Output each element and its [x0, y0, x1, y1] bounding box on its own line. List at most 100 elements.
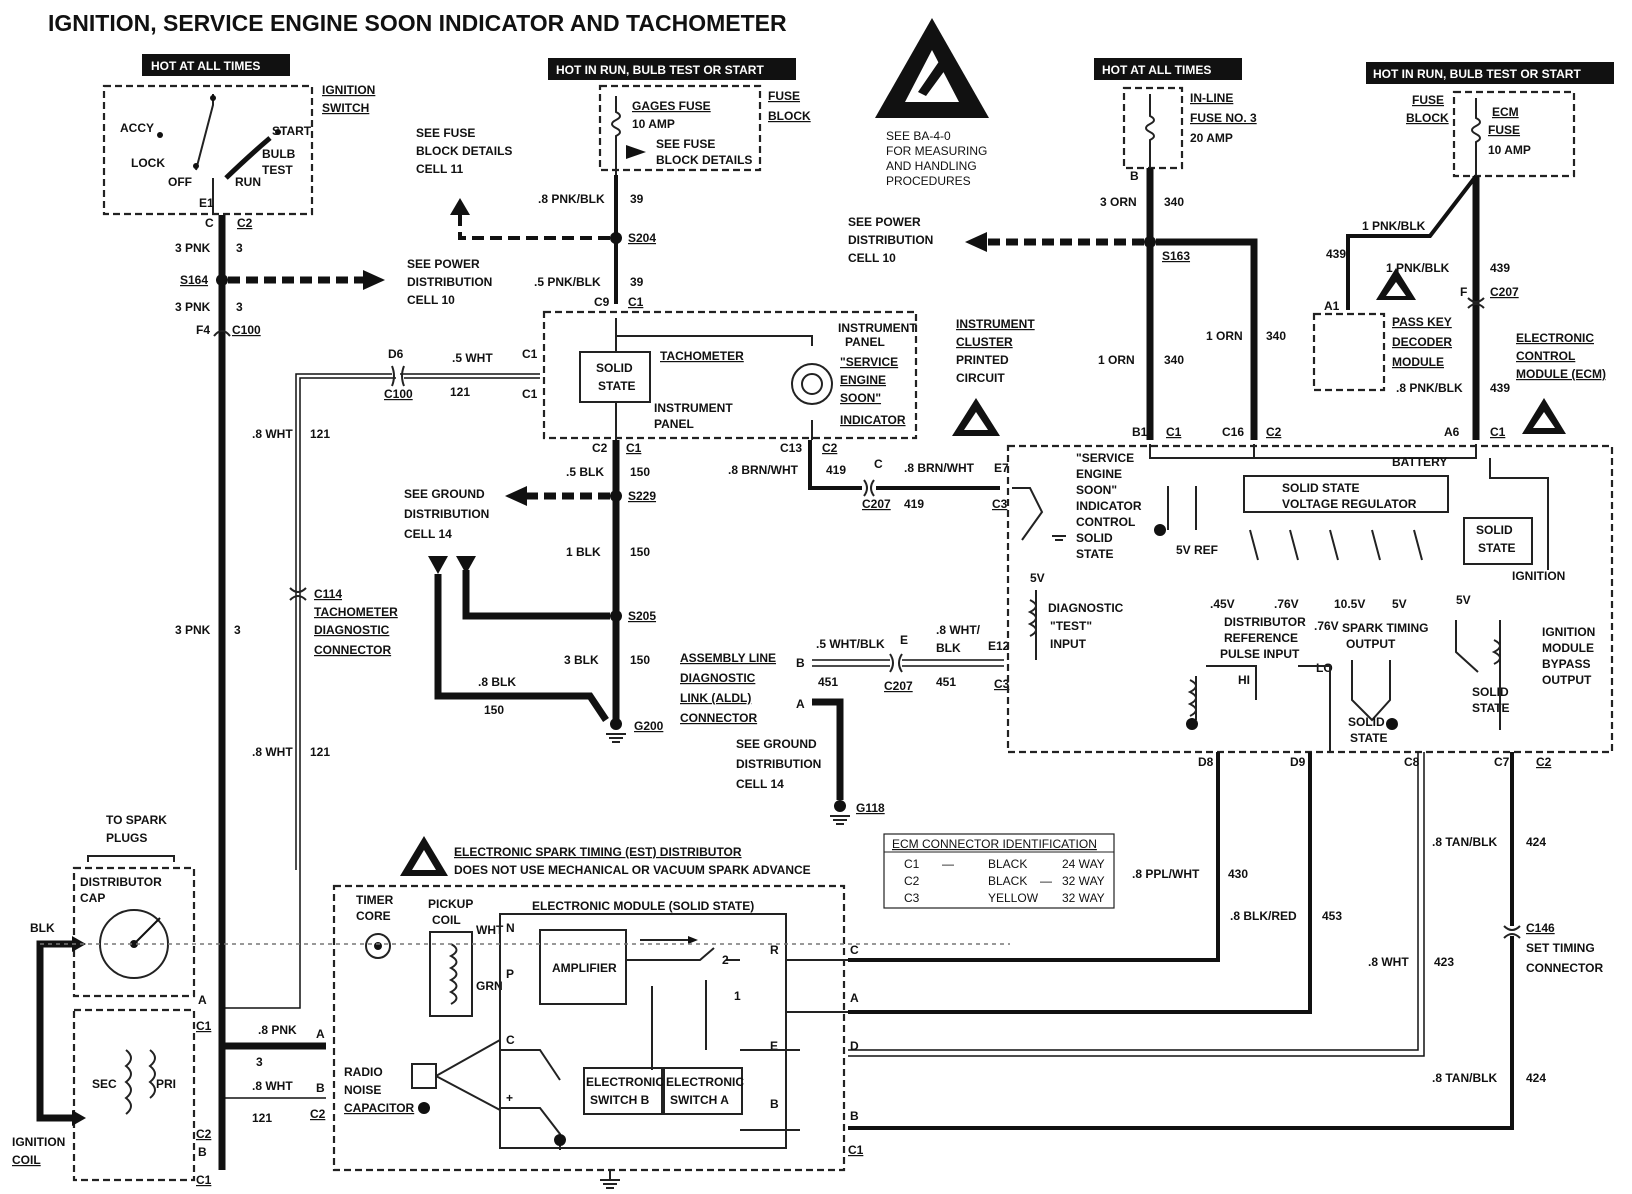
diagram-title: IGNITION, SERVICE ENGINE SOON INDICATOR … [48, 10, 787, 36]
wire-423-a [848, 752, 1419, 1051]
ecm-5v-c: 5V [1456, 593, 1471, 607]
arrow-fuse-cell11 [450, 198, 470, 215]
ecm-id-r1-c: C1 [904, 857, 920, 871]
lbl-39-a: 39 [630, 192, 644, 206]
ecm-5v-a: 5V [1030, 571, 1045, 585]
esd-note-2: FOR MEASURING [886, 144, 987, 158]
inline-fuse-2: FUSE NO. 3 [1190, 111, 1257, 125]
wire-121-b [299, 377, 540, 870]
aldl-3: LINK (ALDL) [680, 691, 751, 705]
pass-key-box [1312, 312, 1386, 392]
est-pickup-1: PICKUP [428, 897, 473, 911]
timer-core-icon [365, 933, 391, 959]
arrow-blk-2 [72, 1110, 86, 1126]
wire-424 [848, 752, 1514, 1130]
lbl-430: 430 [1228, 867, 1248, 881]
ecm-pulse-lines [1206, 665, 1331, 752]
lbl-121-c: 121 [310, 745, 330, 759]
wire-121-coil [222, 870, 301, 1009]
ecm-diag-resistor [1027, 590, 1037, 660]
est-cap-1: RADIO [344, 1065, 383, 1079]
est-switch-lines [626, 947, 740, 1070]
c114-2: TACHOMETER [314, 605, 398, 619]
lbl-8whtblk-a: .8 WHT/ [936, 623, 981, 637]
ecm-diag-2: "TEST" [1050, 619, 1092, 633]
fuse-block-l1: FUSE [768, 89, 800, 103]
conn-c2-gnd: C2 [592, 441, 608, 455]
ecm-diag-3: INPUT [1050, 637, 1087, 651]
ecm-pin-b1: B1 [1132, 425, 1148, 439]
lbl-340-c: 340 [1164, 353, 1184, 367]
conn-c114-mark [289, 587, 307, 601]
conn-c1-cluster: C1 [628, 295, 644, 309]
conn-c1-d6: C1 [522, 347, 538, 361]
lbl-453: 453 [1322, 909, 1342, 923]
conn-a1: A1 [1324, 299, 1340, 313]
ecm-lo: LO [1316, 661, 1333, 675]
cl-panel-2: PANEL [845, 335, 885, 349]
est-title-1: ELECTRONIC SPARK TIMING (EST) DISTRIBUTO… [454, 845, 742, 859]
lbl-5whtblk: .5 WHT/BLK [816, 637, 885, 651]
lbl-1pnkblk-a: 1 PNK/BLK [1362, 219, 1426, 233]
coil-pin-a: A [198, 993, 207, 1007]
ecm-ses-1: "SERVICE [1076, 451, 1134, 465]
coil-blk: BLK [30, 921, 55, 935]
ecm-id-title: ECM CONNECTOR IDENTIFICATION [892, 837, 1097, 851]
header-box-3 [1094, 58, 1242, 80]
pd2-2: DISTRIBUTION [848, 233, 933, 247]
ecm-battery: BATTERY [1392, 455, 1447, 469]
pd1-line3: CELL 10 [407, 293, 455, 307]
aldl-pin-b: B [796, 656, 805, 670]
ecm-connector-id-table [883, 833, 1115, 909]
ecm-fuse-block-1: FUSE [1412, 93, 1444, 107]
pickup-coil-icon [448, 943, 458, 1005]
est-ext-c: C [850, 943, 859, 957]
ecm-5vref-lines [1167, 486, 1197, 530]
ecm-v105: 10.5V [1334, 597, 1365, 611]
conn-c-c207: C [874, 457, 883, 471]
c114-1: C114 [314, 587, 342, 601]
wire-439-passkey [1346, 174, 1478, 310]
ecm-ses-4: INDICATOR [1076, 499, 1142, 513]
passkey-3: MODULE [1392, 355, 1444, 369]
lbl-150-d: 150 [484, 703, 504, 717]
aldl-4: CONNECTOR [680, 711, 757, 725]
ecm-pin-c8: C8 [1404, 755, 1420, 769]
c114-4: CONNECTOR [314, 643, 391, 657]
electronic-module-box [499, 913, 787, 1149]
ecm-id-r3-c: C3 [904, 891, 920, 905]
coil-label-1: IGNITION [12, 1135, 65, 1149]
lbl-3-1: 3 [236, 241, 243, 255]
esd-icon-est [400, 836, 448, 876]
est-swb-1: ELECTRONIC [586, 1075, 664, 1089]
lbl-451-a: 451 [818, 675, 838, 689]
ic-label-2: CLUSTER [956, 335, 1013, 349]
splice-s229: S229 [628, 489, 656, 503]
lbl-121-b: 121 [310, 427, 330, 441]
ses-2: ENGINE [840, 373, 886, 387]
ecm-label-2: CONTROL [1516, 349, 1575, 363]
conn-c207-b: C207 [884, 679, 913, 693]
ecm-pin-c2-c7: C2 [1536, 755, 1552, 769]
lbl-423: 423 [1434, 955, 1454, 969]
ecm-spark-switch [1351, 660, 1391, 722]
pickup-coil-box [429, 931, 473, 1017]
ignition-switch-label-2: SWITCH [322, 101, 369, 115]
arrow-fuse-details [626, 145, 646, 159]
coil-pri: PRI [156, 1077, 176, 1091]
sw-off: OFF [168, 175, 192, 189]
ecm-ses-switch [1012, 487, 1044, 541]
arrow-power-dist-2 [965, 232, 987, 252]
lbl-8ppl: .8 PPL/WHT [1132, 867, 1200, 881]
est-ext-a: A [850, 991, 859, 1005]
est-pin-n: N [506, 921, 515, 935]
sw-pin-c: C [205, 216, 214, 230]
lbl-5wht: .5 WHT [452, 351, 493, 365]
conn-c1-gnd: C1 [626, 441, 642, 455]
est-timer-2: CORE [356, 909, 391, 923]
header-box-1 [142, 54, 290, 76]
conn-e12: E12 [988, 639, 1010, 653]
est-output-lines [740, 959, 848, 1131]
ic-label-4: CIRCUIT [956, 371, 1005, 385]
sw-start: START [272, 124, 312, 138]
